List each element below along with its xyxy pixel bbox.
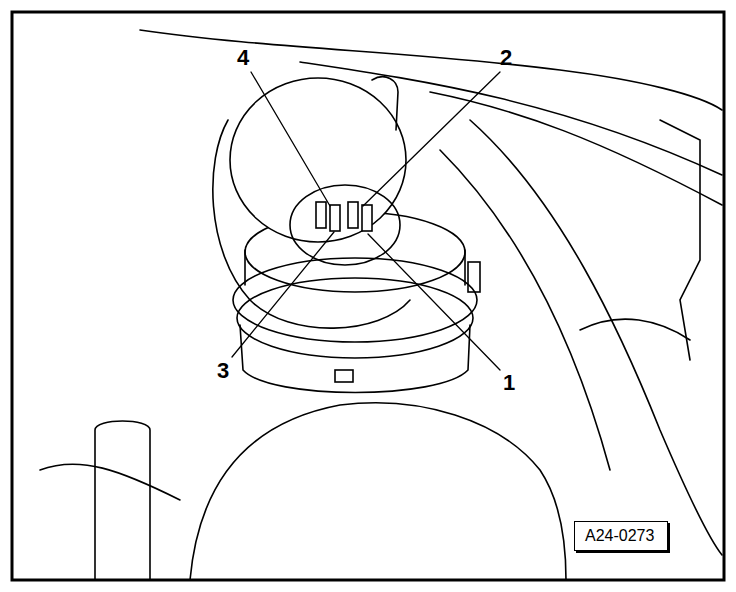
switch-body — [240, 325, 470, 393]
connector-socket — [290, 185, 400, 265]
hose-line — [470, 120, 722, 555]
callout-number: 3 — [217, 360, 229, 382]
figure-number-box: A24-0273 — [574, 521, 668, 551]
frame — [12, 12, 724, 580]
pin — [362, 205, 372, 231]
cap-cylinder — [95, 421, 150, 580]
figure-number: A24-0273 — [585, 527, 657, 545]
leader-line — [363, 72, 500, 206]
pin — [348, 202, 358, 228]
leader-line — [251, 72, 330, 206]
panel-edge — [40, 464, 180, 500]
connector-latch — [372, 77, 398, 130]
bracket — [580, 319, 690, 340]
switch-tab — [335, 370, 353, 382]
callout-number: 1 — [503, 372, 515, 394]
switch-tab — [468, 262, 480, 292]
bracket — [660, 120, 700, 360]
hose-line — [440, 150, 610, 470]
leader-line — [232, 232, 334, 357]
callout-number: 2 — [500, 47, 512, 69]
pin — [330, 205, 340, 231]
leader-line — [368, 234, 500, 370]
switch-ring — [233, 258, 477, 342]
switch-ring — [237, 278, 473, 358]
callout-number: 4 — [237, 47, 249, 69]
pin — [316, 202, 326, 228]
reservoir-outline — [190, 403, 566, 580]
panel-edge — [140, 30, 722, 110]
connector-opening — [230, 78, 406, 242]
